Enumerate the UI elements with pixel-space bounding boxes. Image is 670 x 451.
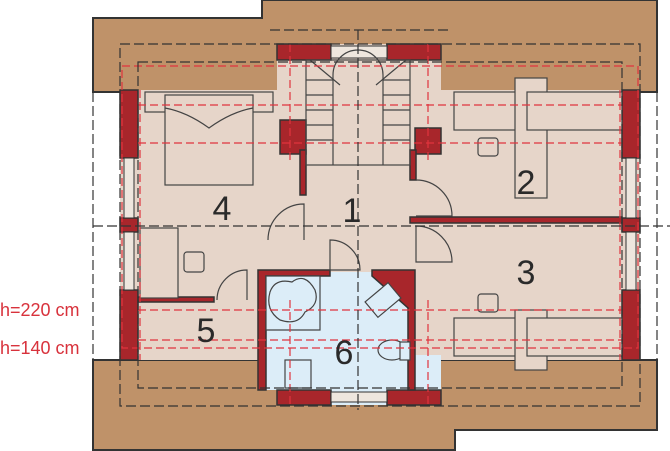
- height-label-220: h=220 cm: [0, 300, 80, 320]
- staircase: [305, 49, 411, 166]
- room-label-6: 6: [335, 334, 354, 372]
- room-label-2: 2: [517, 164, 536, 202]
- room-label-4: 4: [213, 190, 232, 228]
- height-lines: [121, 44, 639, 405]
- roof-outline-lines: [92, 29, 670, 410]
- room-label-5: 5: [197, 312, 216, 350]
- room-label-1: 1: [343, 192, 362, 230]
- room-label-3: 3: [517, 254, 536, 292]
- bathroom-fixtures: [265, 275, 411, 389]
- height-label-140: h=140 cm: [0, 338, 80, 358]
- bed-room-4: [139, 91, 274, 299]
- doors: [216, 179, 453, 301]
